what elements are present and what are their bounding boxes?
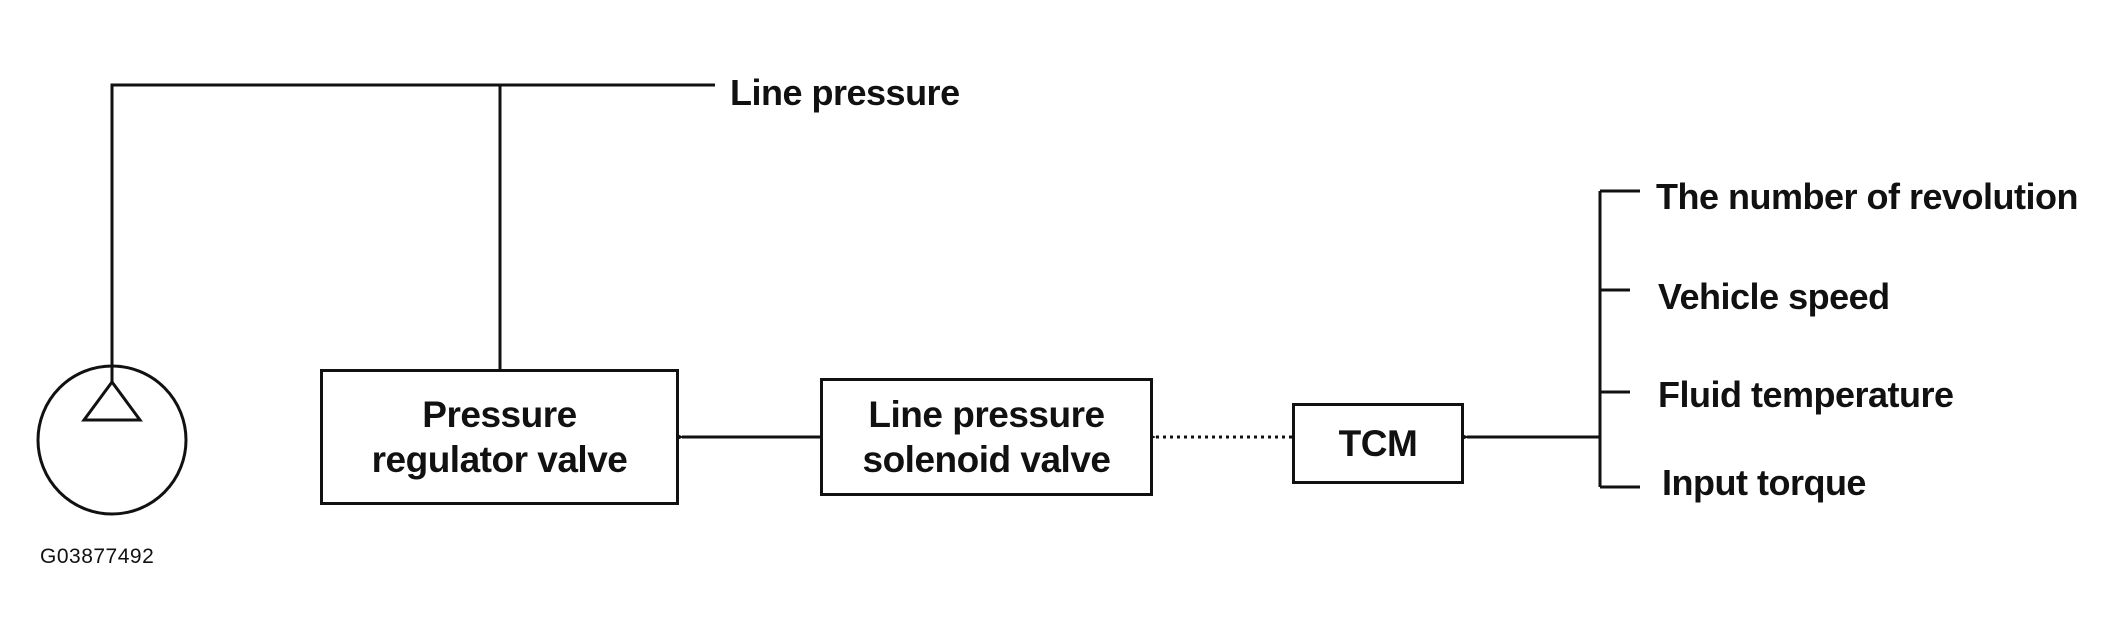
input-label-vehicle-speed: Vehicle speed [1658, 276, 1890, 317]
tcm-box: TCM [1292, 403, 1464, 484]
line-pressure-label: Line pressure [730, 72, 960, 113]
pump-symbol-icon [36, 364, 188, 516]
input-label-input-torque: Input torque [1662, 462, 1866, 503]
figure-id: G03877492 [40, 545, 155, 568]
pump-triangle [81, 379, 143, 422]
input-label-revolution: The number of revolution [1656, 176, 2079, 217]
pressure-regulator-valve-line2: regulator valve [371, 439, 628, 480]
input-label-fluid-temperature: Fluid temperature [1658, 374, 1954, 415]
line-pressure-solenoid-valve-box: Line pressure solenoid valve [820, 378, 1153, 496]
solenoid-valve-line2: solenoid valve [862, 439, 1112, 480]
pressure-regulator-valve-line1: Pressure [422, 394, 577, 435]
pressure-regulator-valve-box: Pressure regulator valve [320, 369, 679, 505]
line-pressure-line [110, 83, 715, 382]
solenoid-valve-line1: Line pressure [868, 394, 1105, 435]
tcm-label: TCM [1338, 423, 1418, 464]
